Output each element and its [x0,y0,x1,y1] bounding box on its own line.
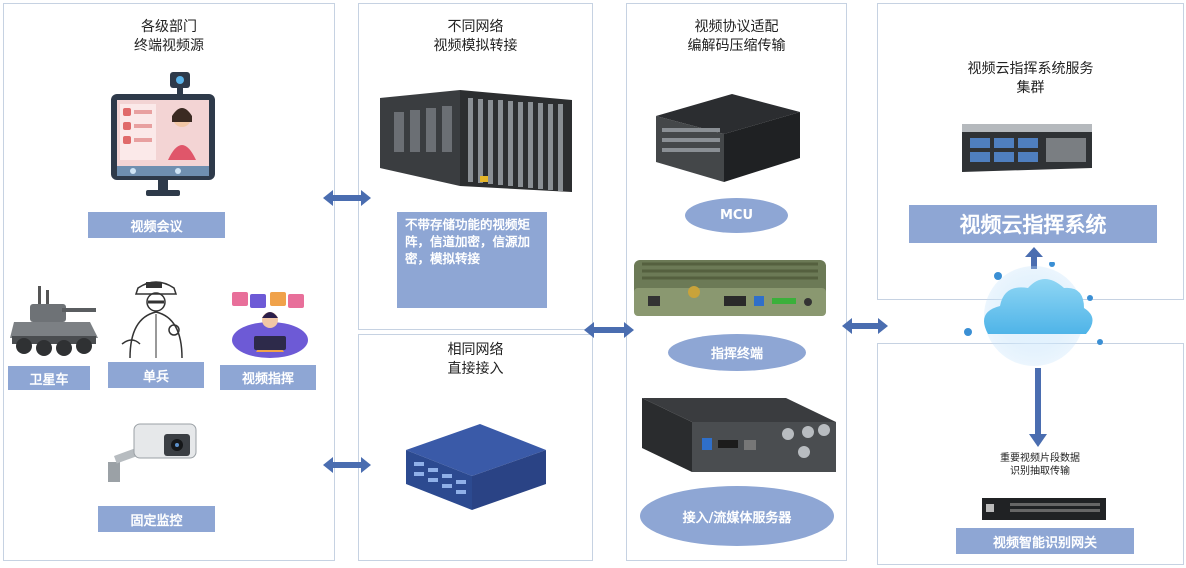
panel-sources-title: 各级部门 终端视频源 [134,19,204,54]
tag-streaming-server: 接入/流媒体服务器 [640,486,834,546]
terminal-device-icon [634,260,826,316]
panel-direct-title: 相同网络 直接接入 [447,342,504,377]
camera-icon [108,423,197,482]
tag-fixed-monitor: 固定监控 [98,506,215,532]
tag-mcu: MCU [685,198,788,233]
mcu-device-icon [656,94,800,182]
double-arrow-icon [323,457,371,473]
tank-icon [10,286,98,356]
tag-soldier: 单兵 [108,362,204,388]
monitor-icon [111,72,215,196]
matrix-device-icon [380,90,572,192]
panel-cloud-title: 视频云指挥系统服务 集群 [967,61,1094,96]
panel-matrix-title: 不同网络 视频模拟转接 [433,19,518,54]
soldier-icon [121,281,183,359]
gateway-device-icon [982,498,1106,520]
people-icon [232,292,308,358]
tag-ai-gateway: 视频智能识别网关 [956,528,1134,554]
panel-codec-title: 视频协议适配 编解码压缩传输 [687,19,786,54]
rack-server-icon [962,124,1092,172]
double-arrow-icon [584,322,634,338]
double-arrow-icon [842,318,888,334]
tag-cloud-system: 视频云指挥系统 [909,205,1157,243]
gateway-note: 重要视频片段数据 识别抽取传输 [1000,453,1080,477]
up-arrow-icon [1025,247,1043,269]
server-board-icon [642,398,836,472]
tag-video-conference: 视频会议 [88,212,225,238]
tag-satellite-car: 卫星车 [8,366,90,390]
switch-device-icon [406,424,546,510]
double-arrow-icon [323,190,371,206]
tag-video-command: 视频指挥 [220,365,316,390]
cloud-icon [964,262,1103,366]
down-arrow-icon [1029,368,1047,447]
tag-matrix-desc: 不带存储功能的视频矩阵，信道加密，信源加密，模拟转接 [397,212,547,308]
tag-command-terminal: 指挥终端 [668,334,806,371]
